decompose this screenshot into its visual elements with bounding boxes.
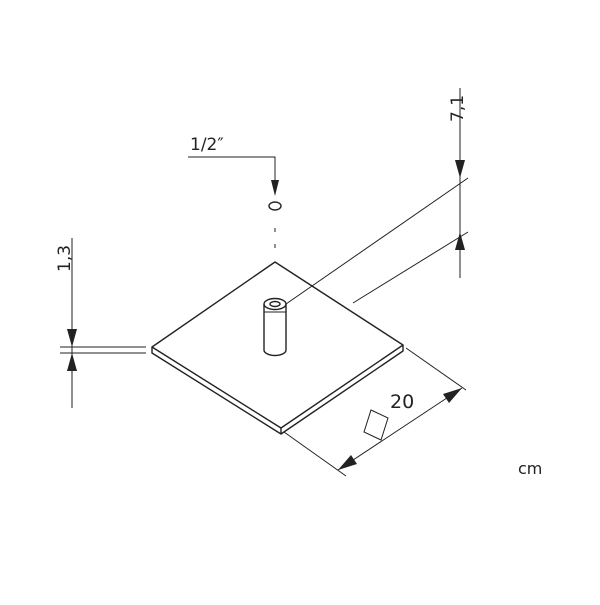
units-label: cm	[518, 459, 542, 478]
thread-arrow-icon	[271, 180, 279, 196]
height-arrow-top-icon	[455, 160, 465, 178]
plate-front-edge	[151, 345, 404, 435]
side-extension-right	[405, 347, 467, 391]
base-plate	[151, 261, 404, 435]
side-arrow-right-icon	[443, 388, 462, 403]
side-length-dimension: 20	[283, 347, 467, 477]
thread-callout: 1/2″	[188, 135, 282, 248]
thickness-arrow-bottom-icon	[67, 353, 77, 371]
height-dimension: 7,1	[285, 88, 469, 305]
height-extension-bottom	[352, 231, 469, 304]
height-label: 7,1	[448, 95, 468, 122]
side-extension-left	[283, 431, 347, 477]
height-arrow-bottom-icon	[455, 232, 465, 250]
stub-top	[263, 297, 287, 311]
thread-size-label: 1/2″	[190, 135, 224, 155]
thread-hole-icon	[268, 201, 282, 211]
thickness-dimension: 1,3	[55, 238, 146, 408]
plate-top-face	[151, 261, 404, 429]
thickness-label: 1,3	[55, 245, 75, 272]
stub-bore	[269, 300, 281, 308]
side-arrow-left-icon	[338, 455, 357, 470]
square-symbol-icon	[363, 409, 389, 441]
height-extension-top	[285, 177, 469, 305]
threaded-stub	[263, 297, 287, 357]
side-dimension-line	[337, 387, 463, 471]
thickness-arrow-top-icon	[67, 329, 77, 347]
side-length-label: 20	[390, 391, 414, 413]
stub-body	[263, 304, 287, 357]
thread-leader-line	[188, 156, 276, 182]
